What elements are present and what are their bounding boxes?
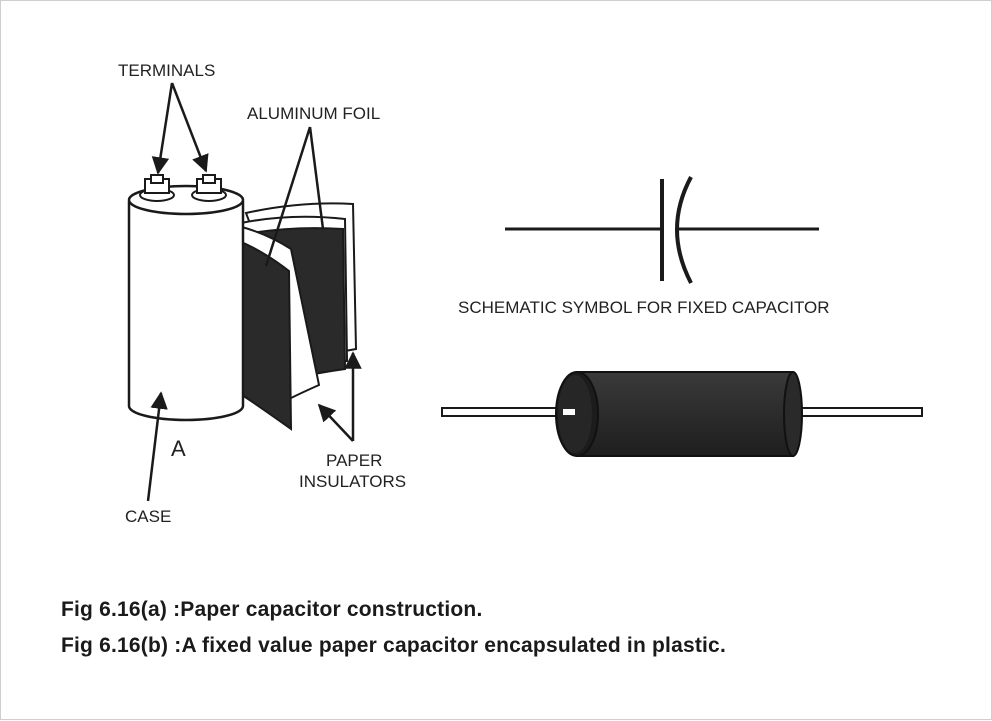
terminals-arrow-right <box>170 82 209 173</box>
paper-arrow-left <box>317 403 354 442</box>
insulators-label: INSULATORS <box>299 472 406 491</box>
terminal-left <box>139 174 175 202</box>
aluminum-foil-label: ALUMINUM FOIL <box>247 104 380 123</box>
case-cylinder <box>127 201 245 422</box>
case-arrow <box>146 391 168 502</box>
caption-fig-b: Fig 6.16(b) :A fixed value paper capacit… <box>61 634 726 657</box>
lead-wire-right <box>790 407 923 417</box>
terminals-arrow-left <box>151 82 174 175</box>
lead-wire-left-end <box>563 409 575 415</box>
foil-arrow-left <box>264 126 312 267</box>
schematic-symbol: SCHEMATIC SYMBOL FOR FIXED CAPACITOR <box>458 176 830 317</box>
capacitor-body <box>576 371 794 457</box>
paper-capacitor-construction: TERMINALS ALUMINUM FOIL PAPER INSULATORS… <box>118 61 406 526</box>
caption-fig-a: Fig 6.16(a) :Paper capacitor constructio… <box>61 598 483 621</box>
encapsulated-capacitor <box>441 371 923 457</box>
capacitor-body-right-cap <box>783 371 803 457</box>
schematic-label: SCHEMATIC SYMBOL FOR FIXED CAPACITOR <box>458 298 830 317</box>
terminals-label: TERMINALS <box>118 61 215 80</box>
terminal-right <box>191 174 227 202</box>
foil-arrow-right <box>308 126 325 230</box>
part-a-label: A <box>171 436 186 461</box>
case-label: CASE <box>125 507 171 526</box>
paper-label: PAPER <box>326 451 382 470</box>
